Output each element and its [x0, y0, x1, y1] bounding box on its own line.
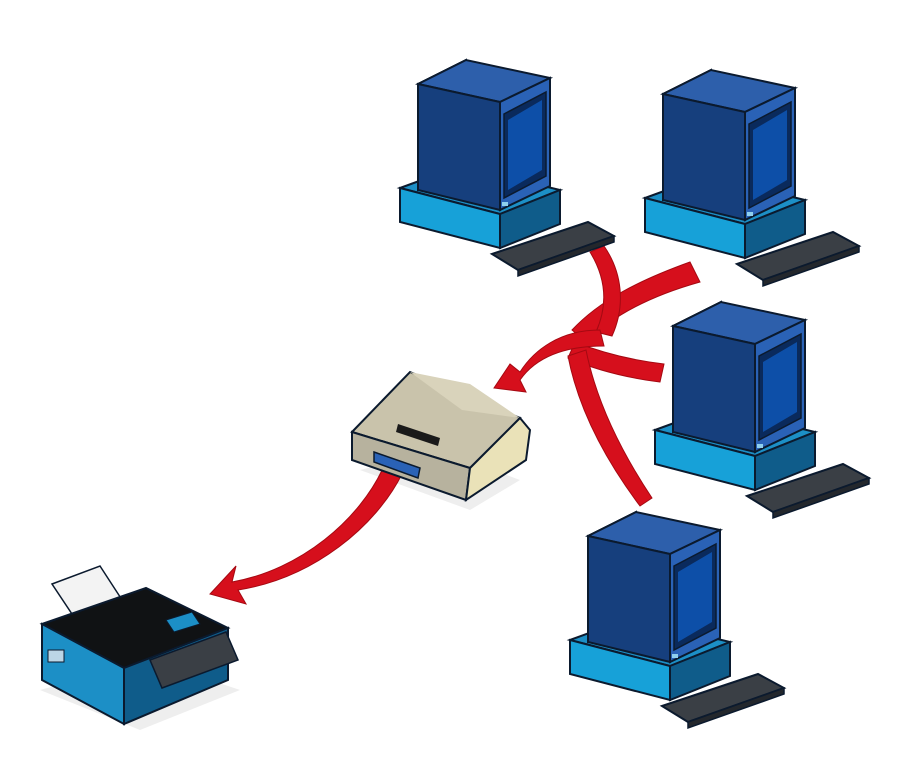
computer-2	[644, 69, 860, 287]
printer-icon	[39, 565, 240, 726]
computer-icon	[644, 69, 860, 287]
computer-icon	[654, 301, 870, 519]
print-server-icon	[350, 370, 532, 503]
computer-3	[654, 301, 870, 519]
computer-1	[399, 59, 615, 277]
arrow-icon	[209, 245, 701, 605]
computer-icon	[569, 511, 785, 729]
computer-icon	[399, 59, 615, 277]
computer-4	[569, 511, 785, 729]
